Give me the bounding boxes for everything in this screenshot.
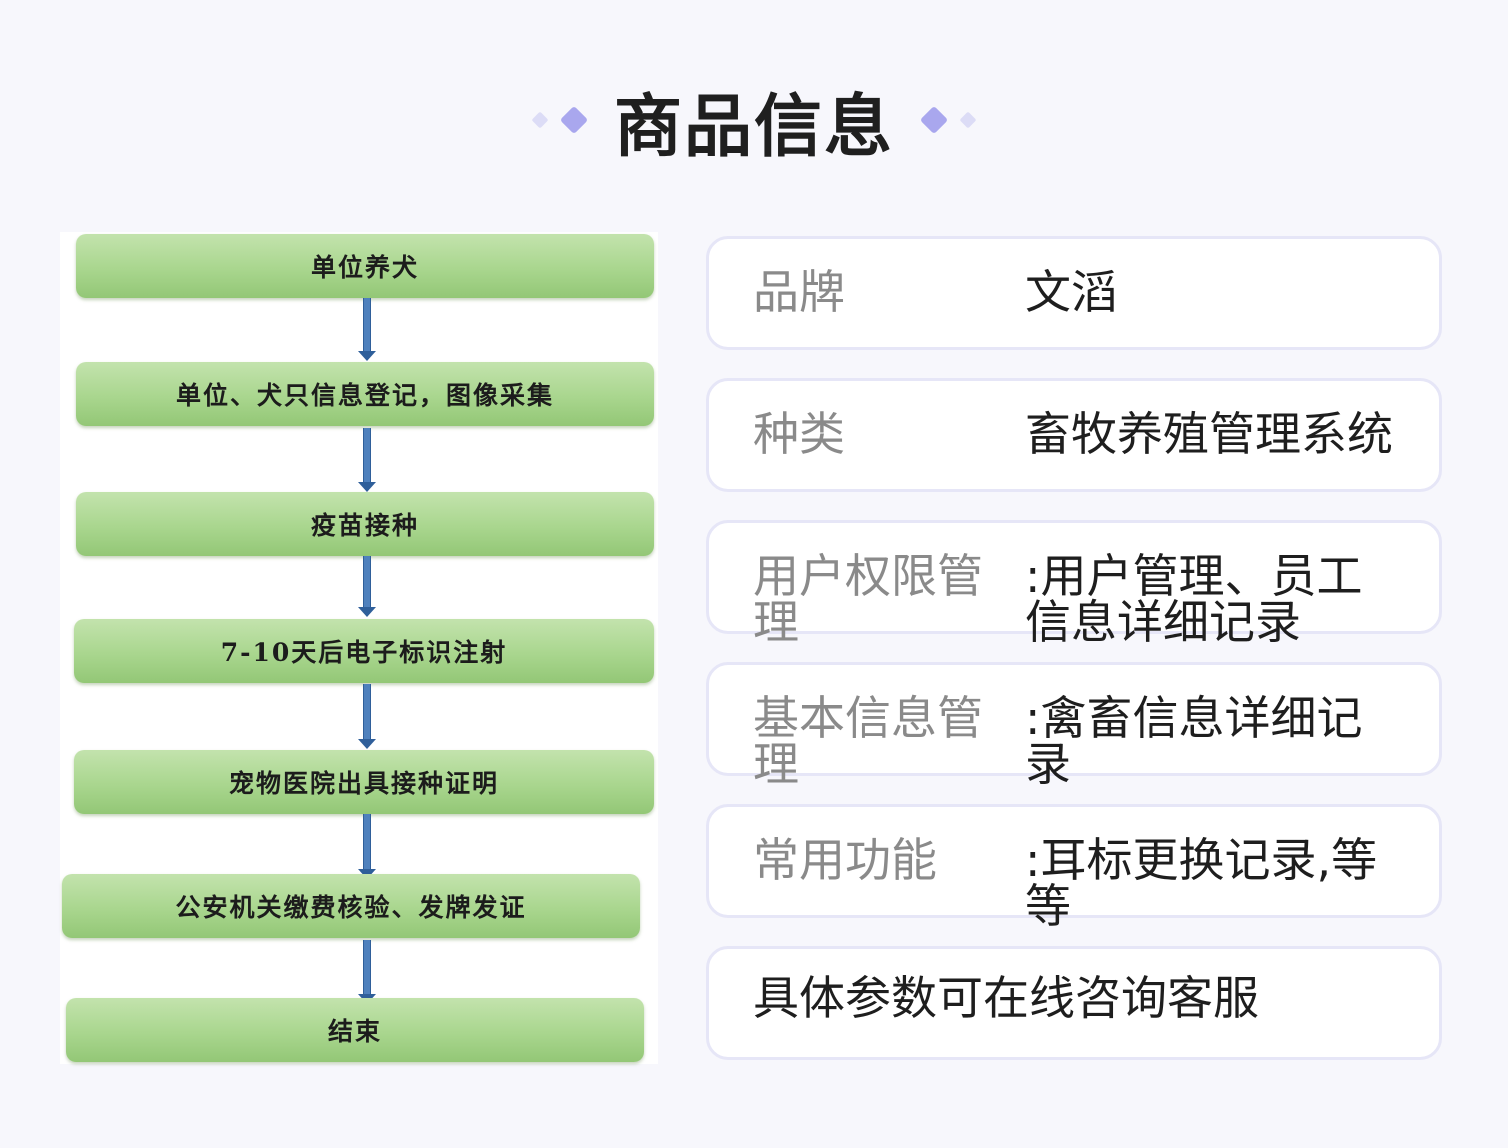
info-card-user-permissions: 用户权限管理 :用户管理、员工信息详细记录 bbox=[706, 520, 1442, 645]
info-card-common-functions: 常用功能 :耳标更换记录,等等 bbox=[706, 804, 1442, 929]
flow-step: 宠物医院出具接种证明 bbox=[74, 750, 654, 814]
flow-step: 单位、犬只信息登记，图像采集 bbox=[76, 362, 654, 426]
info-value: :耳标更换记录,等等 bbox=[1025, 833, 1378, 933]
info-value: :用户管理、员工信息详细记录 bbox=[1025, 549, 1363, 649]
left-diamond-decoration bbox=[531, 105, 589, 135]
flow-step: 公安机关缴费核验、发牌发证 bbox=[62, 874, 640, 938]
info-card-consult: 具体参数可在线咨询客服 bbox=[706, 946, 1442, 1060]
flowchart-panel: 单位养犬 单位、犬只信息登记，图像采集 疫苗接种 7-10天后电子标识注射 宠物… bbox=[60, 232, 658, 1064]
flow-step: 结束 bbox=[66, 998, 644, 1062]
down-arrow-icon bbox=[358, 814, 376, 879]
diamond-icon bbox=[531, 111, 549, 129]
flow-step: 单位养犬 bbox=[76, 234, 654, 298]
down-arrow-icon bbox=[358, 428, 376, 492]
info-label: 常用功能 bbox=[753, 833, 937, 887]
info-label: 基本信息管理 bbox=[753, 691, 983, 791]
right-diamond-decoration bbox=[919, 105, 977, 135]
header: 商品信息 bbox=[0, 70, 1508, 170]
diamond-icon bbox=[559, 105, 589, 135]
flow-step: 疫苗接种 bbox=[76, 492, 654, 556]
info-card-category: 种类 畜牧养殖管理系统 bbox=[706, 378, 1442, 492]
info-value: 畜牧养殖管理系统 bbox=[1025, 407, 1393, 461]
down-arrow-icon bbox=[358, 556, 376, 617]
flow-step: 7-10天后电子标识注射 bbox=[74, 619, 654, 683]
down-arrow-icon bbox=[358, 684, 376, 749]
page-title: 商品信息 bbox=[613, 87, 894, 167]
info-value: 文滔 bbox=[1025, 265, 1117, 319]
info-label: 用户权限管理 bbox=[753, 549, 983, 649]
diamond-icon bbox=[959, 111, 977, 129]
info-label: 种类 bbox=[753, 407, 845, 461]
down-arrow-icon bbox=[358, 298, 376, 361]
info-card-brand: 品牌 文滔 bbox=[706, 236, 1442, 350]
down-arrow-icon bbox=[358, 940, 376, 1004]
info-value: :禽畜信息详细记录 bbox=[1025, 691, 1363, 791]
diamond-icon bbox=[919, 105, 949, 135]
info-card-basic-info: 基本信息管理 :禽畜信息详细记录 bbox=[706, 662, 1442, 787]
consult-text: 具体参数可在线咨询客服 bbox=[753, 971, 1259, 1025]
info-label: 品牌 bbox=[753, 265, 845, 319]
